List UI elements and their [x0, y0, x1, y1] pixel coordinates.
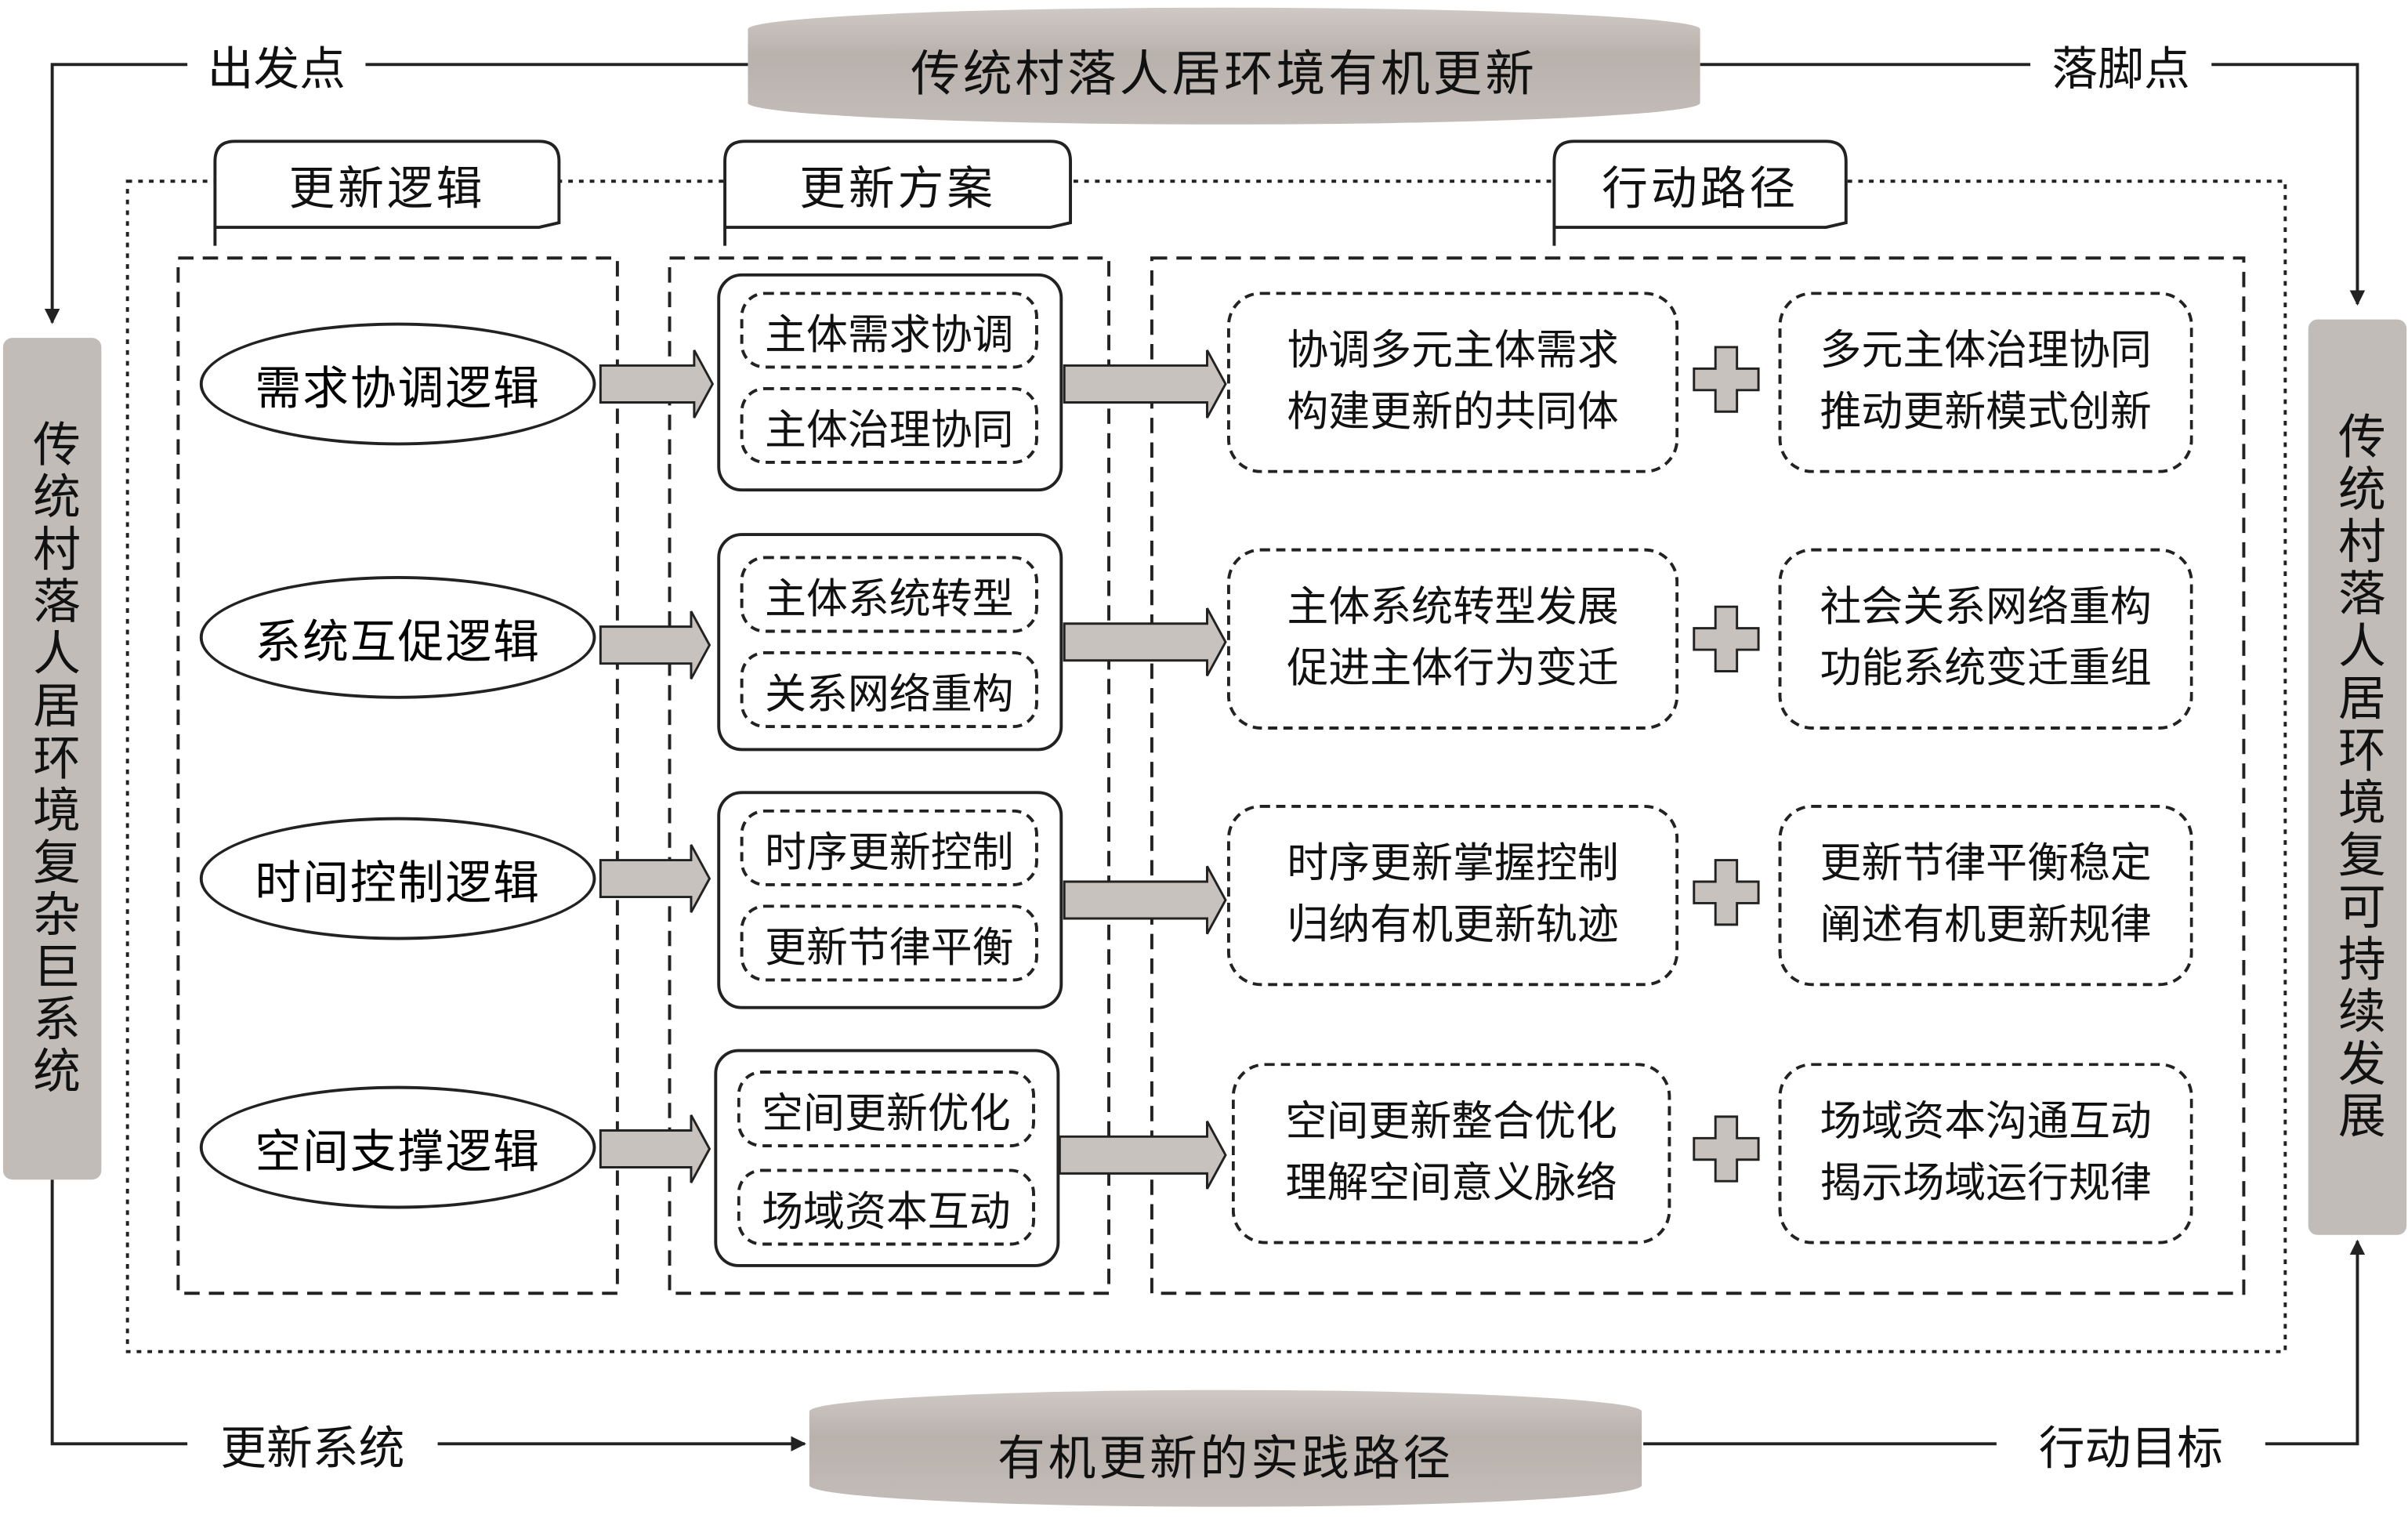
tab-action-path: 行动路径 — [1602, 162, 1799, 217]
path-line: 主体系统转型发展 — [1287, 583, 1619, 632]
left-vertical-text: 传统村落人居环境复杂巨系统 — [24, 419, 79, 1099]
plan-item: 场域资本互动 — [737, 1168, 1035, 1246]
path-line: 场域资本沟通互动 — [1820, 1098, 2152, 1147]
tab-shape-logic — [213, 139, 561, 246]
path-line: 协调多元主体需求 — [1287, 327, 1619, 375]
path-line: 推动更新模式创新 — [1820, 388, 2152, 437]
plan-group — [714, 1049, 1060, 1267]
tab-shape-path — [1552, 139, 1848, 246]
plan-item: 空间更新优化 — [737, 1071, 1035, 1148]
plan-item: 更新节律平衡 — [740, 904, 1038, 982]
tab-update-logic: 更新逻辑 — [288, 162, 486, 217]
logic-oval: 需求协调逻辑 — [199, 322, 596, 446]
path-line: 时序更新掌握控制 — [1287, 840, 1619, 888]
path-line: 多元主体治理协同 — [1820, 327, 2152, 375]
path-box: 多元主体治理协同 推动更新模式创新 — [1778, 292, 2193, 473]
label-update-system: 更新系统 — [220, 1422, 405, 1476]
block-arrows-plan-path — [1058, 350, 1227, 1190]
plan-item: 主体治理协同 — [740, 386, 1038, 464]
tab-shape-plan — [723, 139, 1073, 246]
path-line: 理解空间意义脉络 — [1285, 1159, 1617, 1208]
plan-item: 主体系统转型 — [740, 556, 1038, 633]
bottom-title: 有机更新的实践路径 — [997, 1430, 1454, 1487]
plus-signs — [1693, 346, 1760, 1183]
logic-oval: 空间支撑逻辑 — [199, 1085, 596, 1209]
outer-dotted-frame — [125, 179, 2287, 1353]
path-line: 构建更新的共同体 — [1287, 388, 1619, 437]
logic-oval: 系统互促逻辑 — [199, 575, 596, 699]
path-line: 阐述有机更新规律 — [1820, 901, 2152, 950]
path-line: 功能系统变迁重组 — [1820, 645, 2152, 693]
plan-group — [717, 533, 1063, 752]
path-box: 社会关系网络重构 功能系统变迁重组 — [1778, 548, 2193, 730]
path-line: 促进主体行为变迁 — [1287, 645, 1619, 693]
label-end-point: 落脚点 — [2051, 42, 2190, 97]
top-title-cylinder: 传统村落人居环境有机更新 — [748, 7, 1700, 125]
right-vertical-text: 传统村落人居环境复可持续发展 — [2329, 411, 2384, 1143]
logic-oval: 时间控制逻辑 — [199, 817, 596, 940]
label-action-goal: 行动目标 — [2038, 1422, 2223, 1476]
bottom-title-cylinder: 有机更新的实践路径 — [809, 1389, 1642, 1507]
path-line: 社会关系网络重构 — [1820, 583, 2152, 632]
path-box: 时序更新掌握控制 归纳有机更新轨迹 — [1226, 804, 1679, 987]
plan-group — [717, 791, 1063, 1009]
path-box: 协调多元主体需求 构建更新的共同体 — [1226, 292, 1679, 473]
path-box: 场域资本沟通互动 揭示场域运行规律 — [1778, 1063, 2193, 1244]
path-column-frame — [1150, 256, 2246, 1295]
path-box: 空间更新整合优化 理解空间意义脉络 — [1231, 1063, 1671, 1244]
label-starting-point: 出发点 — [207, 42, 346, 97]
left-vertical-bar: 传统村落人居环境复杂巨系统 — [2, 338, 102, 1180]
plan-item: 关系网络重构 — [740, 650, 1038, 728]
path-line: 揭示场域运行规律 — [1820, 1159, 2152, 1208]
path-line: 归纳有机更新轨迹 — [1287, 901, 1619, 950]
block-arrows-logic-plan — [599, 350, 715, 1183]
tab-update-plan: 更新方案 — [799, 162, 996, 217]
top-title: 传统村落人居环境有机更新 — [911, 44, 1537, 103]
path-line: 空间更新整合优化 — [1285, 1098, 1617, 1147]
plan-group — [717, 273, 1063, 492]
right-vertical-bar: 传统村落人居环境复可持续发展 — [2308, 319, 2407, 1235]
path-box: 主体系统转型发展 促进主体行为变迁 — [1226, 548, 1679, 730]
path-line: 更新节律平衡稳定 — [1820, 840, 2152, 888]
plan-item: 主体需求协调 — [740, 292, 1038, 369]
plan-item: 时序更新控制 — [740, 809, 1038, 886]
path-box: 更新节律平衡稳定 阐述有机更新规律 — [1778, 804, 2193, 987]
